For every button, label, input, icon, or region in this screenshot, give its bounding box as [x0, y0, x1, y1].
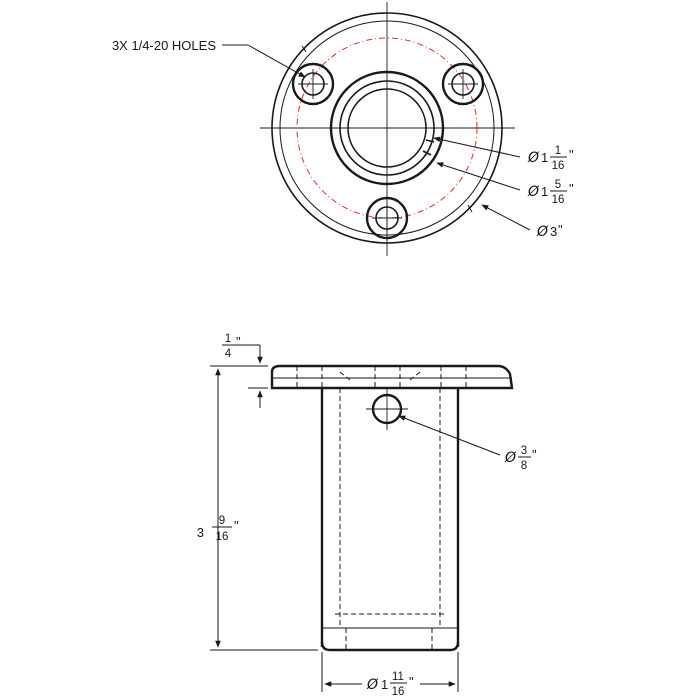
dim-cross-hole-symbol: Ø — [504, 450, 517, 466]
dim-inner-unit: " — [569, 147, 574, 162]
dim-outer-ring-whole: 1 — [541, 184, 548, 199]
dim-body-symbol: Ø — [366, 677, 379, 693]
dim-flange-symbol: Ø — [536, 224, 549, 240]
flange-profile — [270, 364, 514, 390]
dim-thickness-denominator: 4 — [225, 348, 232, 360]
outer-ring — [329, 70, 445, 186]
dim-height-denominator: 16 — [216, 531, 229, 543]
dim-inner-bore: Ø 1 1 16 " — [433, 136, 574, 172]
bore-notch — [422, 139, 435, 156]
dim-body-unit: " — [409, 674, 414, 689]
dim-thickness-unit: " — [236, 334, 241, 349]
side-view: 3 9 16 " 1 4 " Ø 3 8 " — [197, 333, 537, 698]
dim-outer-ring-denominator: 16 — [552, 194, 565, 206]
dim-cross-hole-unit: " — [532, 447, 537, 462]
dim-outer-ring: Ø 1 5 16 " — [436, 162, 574, 206]
dim-flange-leader — [481, 204, 531, 231]
dim-body-denominator: 16 — [392, 686, 405, 698]
dim-flange-thickness: 1 4 " — [222, 333, 268, 408]
dim-outer-ring-leader — [436, 162, 521, 191]
dim-outer-ring-unit: " — [569, 181, 574, 196]
dim-outer-ring-numerator: 5 — [555, 179, 561, 191]
dim-flange-unit: " — [558, 222, 563, 237]
dim-height-unit: " — [234, 518, 239, 533]
tube-bottom — [320, 641, 460, 652]
dim-cross-hole-numerator: 3 — [521, 445, 527, 457]
dim-body: Ø 1 11 16 " — [321, 652, 459, 698]
dim-outer-ring-symbol: Ø — [527, 184, 540, 200]
dim-height-whole: 3 — [197, 525, 204, 540]
cross-hole — [366, 388, 408, 430]
dim-cross-hole-leader — [398, 415, 501, 456]
dim-height-numerator: 9 — [219, 515, 225, 527]
dim-height: 3 9 16 " — [197, 365, 318, 651]
dim-flange-value: 3 — [550, 224, 557, 239]
dim-inner-leader — [433, 136, 521, 158]
holes-callout-text: 3X 1/4-20 HOLES — [112, 38, 216, 53]
dim-body-whole: 1 — [381, 677, 388, 692]
dim-cross-hole-denominator: 8 — [521, 460, 527, 472]
middle-ring — [339, 80, 435, 176]
flange-outer-edge — [271, 12, 503, 244]
dim-inner-numerator: 1 — [555, 145, 561, 157]
holes-callout: 3X 1/4-20 HOLES — [112, 38, 306, 78]
dim-inner-whole: 1 — [541, 150, 548, 165]
dim-inner-denominator: 16 — [552, 160, 565, 172]
top-view: 3X 1/4-20 HOLES Ø 1 1 16 " Ø 1 5 16 " Ø … — [112, 2, 574, 256]
flange-edge-ticks — [301, 45, 473, 213]
dim-thickness-numerator: 1 — [225, 333, 231, 345]
flange-hidden-holes — [296, 366, 467, 388]
dim-body-numerator: 11 — [392, 671, 404, 683]
bolt-circle — [296, 37, 478, 219]
dim-inner-symbol: Ø — [527, 150, 540, 166]
flange-chamfer-edge — [279, 20, 495, 236]
mounting-hole-left — [291, 62, 335, 106]
holes-leader-line — [247, 44, 306, 78]
mounting-hole-right — [441, 62, 485, 106]
inner-bore — [347, 88, 427, 168]
mounting-hole-bottom — [365, 196, 409, 240]
dim-flange: Ø 3 " — [481, 204, 563, 240]
dim-cross-hole: Ø 3 8 " — [398, 415, 537, 472]
